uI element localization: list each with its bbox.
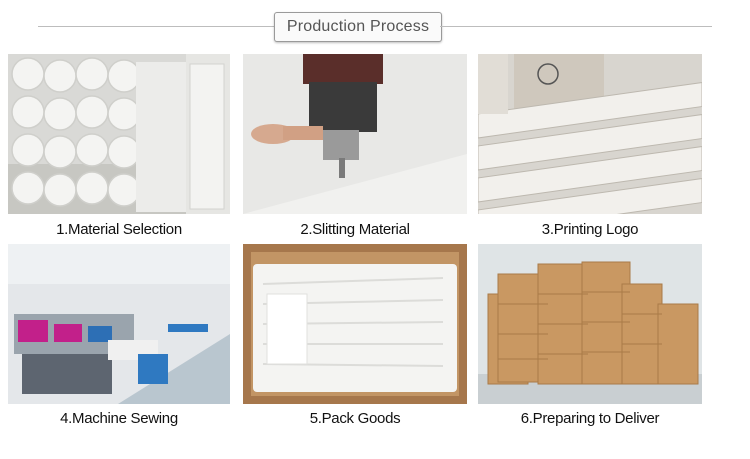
cutting-machine-photo [243,54,467,214]
step-2-label: 2.Slitting Material [300,221,410,238]
section-title: Production Process [274,12,442,42]
sewing-workshop-photo [8,244,230,404]
cartons-stack-photo [478,244,702,404]
step-5-label: 5.Pack Goods [309,410,401,427]
step-3-label: 3.Printing Logo [541,221,639,238]
material-rolls-photo [8,54,230,214]
step-4-label: 4.Machine Sewing [60,410,178,427]
section-header: Production Process [0,0,750,52]
header-divider-right [440,26,712,27]
packed-box-photo [243,244,467,404]
header-divider-left [38,26,274,27]
step-6-label: 6.Preparing to Deliver [520,410,660,427]
step-1-label: 1.Material Selection [56,221,182,238]
printing-press-photo [478,54,702,214]
